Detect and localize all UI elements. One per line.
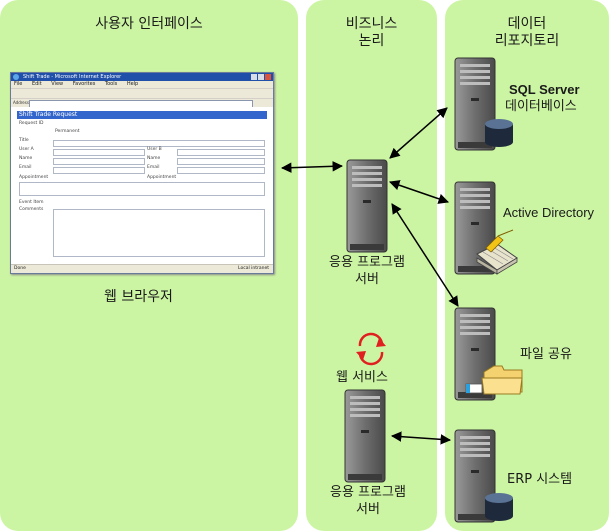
address-label: Address	[13, 100, 29, 105]
close-icon	[265, 74, 271, 80]
arrow-appserver-to-sql	[389, 107, 448, 159]
permanent-checkbox-label: Permanent	[55, 129, 80, 134]
app-server-top-line1: 응용 프로그램	[329, 255, 405, 270]
web-browser-label: 웹 브라우저	[104, 289, 173, 305]
arrow-appserver-to-ad	[389, 180, 449, 204]
form-title: Shift Trade Request	[17, 111, 267, 119]
browser-title: Shift Trade - Microsoft Internet Explore…	[23, 74, 122, 80]
data-title-line1: 데이터	[507, 16, 547, 32]
maximize-icon	[258, 74, 264, 80]
field-label-email: Email	[19, 165, 32, 170]
field-label-name-b: Name	[147, 156, 161, 161]
menu-edit: Edit	[31, 81, 42, 87]
browser-content: Shift Trade Request Request ID Permanent…	[11, 107, 273, 265]
sql-server-line1: SQL Server	[509, 82, 580, 97]
name-b-input	[177, 158, 265, 165]
browser-toolbar	[11, 88, 273, 98]
browser-title-bar: Shift Trade - Microsoft Internet Explore…	[11, 73, 273, 81]
field-label-request-id: Request ID	[19, 121, 44, 126]
ie-logo-icon	[13, 74, 19, 80]
minimize-icon	[251, 74, 257, 80]
active-directory-label: Active Directory	[503, 205, 595, 220]
sql-database-icon	[485, 119, 513, 147]
business-title-line2: 논리	[358, 33, 385, 49]
arrow-appserver-to-fileshare	[391, 203, 459, 307]
sql-server-label: SQL Server 데이터베이스	[505, 81, 580, 115]
email-b-input	[177, 167, 265, 174]
field-label-user-b: User B	[147, 147, 162, 152]
app-server-bottom-icon	[344, 389, 386, 483]
field-label-appointment: Appointment	[19, 175, 49, 180]
business-title-line1: 비즈니스	[345, 16, 398, 32]
status-text: Done	[14, 266, 26, 271]
field-label-appointment-b: Appointment	[147, 175, 177, 180]
browser-status-bar: Done Local intranet	[11, 264, 273, 273]
erp-database-icon	[485, 493, 513, 521]
comments-label: Comments	[19, 207, 44, 212]
title-input	[53, 140, 265, 147]
erp-label: ERP 시스템	[507, 472, 573, 487]
app-server-top-label: 응용 프로그램 서버	[320, 254, 414, 288]
status-zone: Local intranet	[238, 266, 269, 271]
user-b-input	[177, 149, 265, 156]
arrow-browser-to-appserver	[280, 161, 344, 173]
field-label-email-b: Email	[147, 165, 160, 170]
menu-favorites: Favorites	[72, 81, 96, 87]
window-buttons	[250, 74, 271, 83]
data-title-line2: 리포지토리	[494, 33, 560, 49]
browser-menu-bar: File Edit View Favorites Tools Help	[11, 81, 273, 88]
menu-file: File	[14, 81, 23, 87]
sql-server-line2: 데이터베이스	[505, 99, 577, 114]
web-service-icon	[356, 332, 386, 366]
menu-view: View	[51, 81, 64, 87]
browser-window: Shift Trade - Microsoft Internet Explore…	[10, 72, 274, 274]
ui-column-title: 사용자 인터페이스	[95, 16, 203, 32]
data-column-title: 데이터 리포지토리	[445, 16, 609, 50]
field-label-name: Name	[19, 156, 33, 161]
app-server-top-line2: 서버	[355, 272, 379, 287]
app-server-bottom-label: 응용 프로그램 서버	[318, 484, 418, 518]
directory-card-icon	[476, 229, 518, 275]
arrow-appserver2-to-erp	[390, 431, 452, 445]
email-a-input	[53, 167, 145, 174]
user-a-input	[53, 149, 145, 156]
file-share-label: 파일 공유	[520, 347, 572, 362]
field-label-user-a: User A	[19, 147, 34, 152]
app-server-top-icon	[346, 159, 388, 253]
menu-help: Help	[126, 81, 139, 87]
app-server-bottom-line1: 응용 프로그램	[330, 485, 406, 500]
business-column-title: 비즈니스 논리	[306, 16, 437, 50]
web-services-label: 웹 서비스	[336, 370, 388, 385]
menu-tools: Tools	[104, 81, 118, 87]
field-label-title: Title	[19, 138, 29, 143]
app-server-bottom-line2: 서버	[356, 502, 380, 517]
comments-textarea	[53, 209, 265, 257]
appointment-box	[19, 182, 265, 196]
folder-icon	[465, 365, 523, 395]
event-item-label: Event Item	[19, 200, 44, 205]
name-a-input	[53, 158, 145, 165]
